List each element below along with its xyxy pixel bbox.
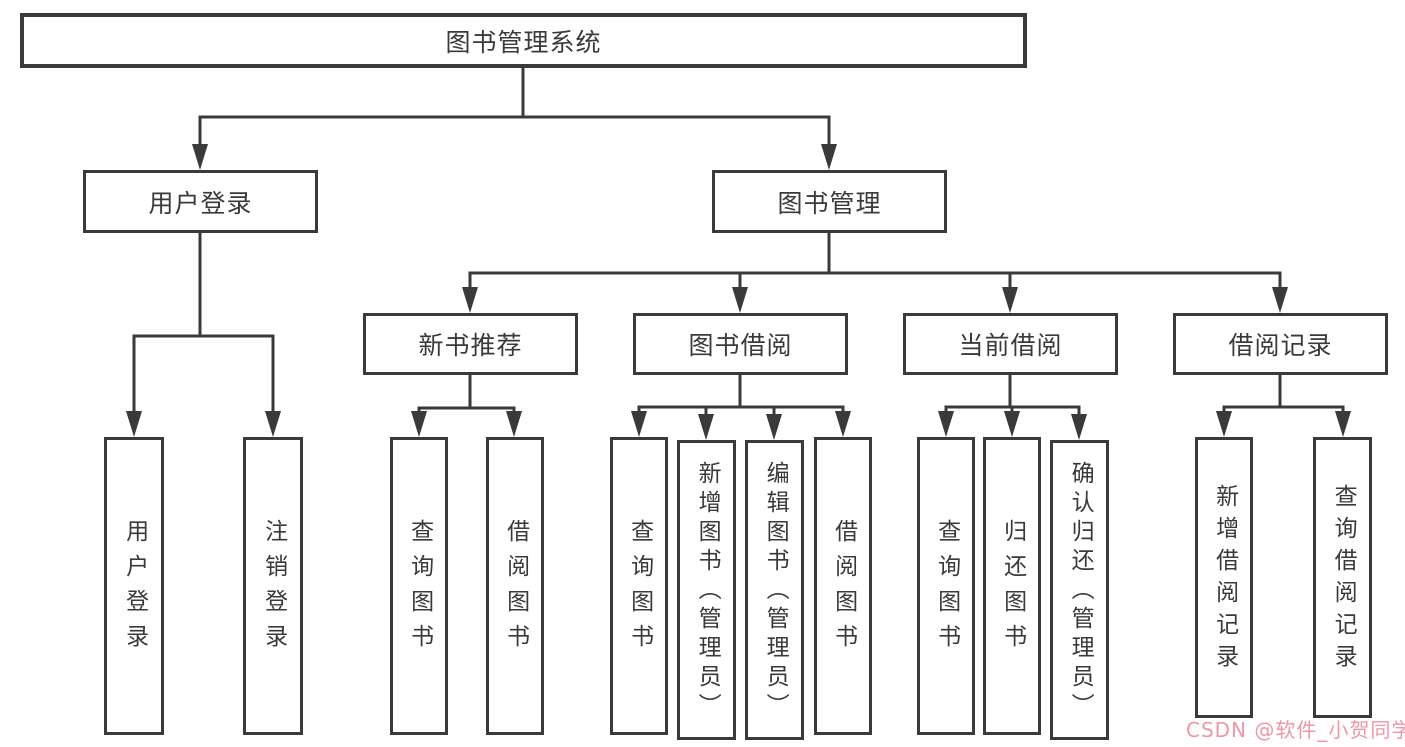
connector-book-mgmt-to-level3 (462, 233, 1288, 313)
node-new-book-recommend: 新书推荐 (363, 313, 578, 375)
leaf-current-query-books-label: 查询图书 (933, 519, 960, 659)
leaf-add-borrow-record-label: 新增借阅记录 (1211, 484, 1238, 676)
leaf-user-login: 用户登录 (104, 437, 164, 735)
leaf-logout-label: 注销登录 (260, 519, 287, 659)
connector-root-to-level2 (192, 68, 837, 170)
connector-new-book-children (411, 375, 522, 437)
leaf-return-books: 归还图书 (983, 437, 1041, 735)
node-current-borrow: 当前借阅 (903, 313, 1118, 375)
leaf-newbook-borrow-books-label: 借阅图书 (502, 519, 529, 659)
connector-book-borrow-children (631, 375, 851, 440)
leaf-borrow-books-label: 借阅图书 (830, 519, 857, 659)
leaf-borrow-query-books-label: 查询图书 (626, 519, 653, 659)
leaf-query-borrow-record-label: 查询借阅记录 (1330, 484, 1357, 676)
leaf-add-books-admin-label: 新增图书（管理员） (694, 461, 721, 722)
node-book-management: 图书管理 (712, 170, 947, 233)
leaf-newbook-borrow-books: 借阅图书 (486, 437, 544, 735)
leaf-current-query-books: 查询图书 (917, 437, 975, 735)
leaf-logout: 注销登录 (243, 437, 303, 735)
node-new-book-recommend-label: 新书推荐 (418, 331, 523, 360)
leaf-confirm-return-admin: 确认归还（管理员） (1050, 440, 1109, 740)
connector-current-borrow-children (938, 375, 1087, 440)
node-current-borrow-label: 当前借阅 (958, 331, 1063, 360)
node-user-login-label: 用户登录 (148, 188, 253, 218)
leaf-borrow-books: 借阅图书 (814, 437, 872, 735)
csdn-watermark: CSDN @软件_小贺同学 (1186, 718, 1405, 742)
node-borrow-record-label: 借阅记录 (1228, 331, 1333, 360)
node-book-borrow: 图书借阅 (633, 313, 848, 375)
node-book-borrow-label: 图书借阅 (688, 331, 793, 360)
leaf-edit-books-admin-label: 编辑图书（管理员） (762, 461, 789, 722)
leaf-edit-books-admin: 编辑图书（管理员） (745, 440, 804, 740)
connector-borrow-record-children (1216, 375, 1351, 437)
leaf-query-borrow-record: 查询借阅记录 (1313, 437, 1372, 718)
leaf-user-login-label: 用户登录 (121, 519, 148, 659)
node-user-login: 用户登录 (83, 170, 318, 233)
node-book-management-label: 图书管理 (777, 188, 882, 218)
leaf-borrow-query-books: 查询图书 (610, 437, 668, 735)
leaf-add-borrow-record: 新增借阅记录 (1195, 437, 1253, 718)
leaf-return-books-label: 归还图书 (999, 519, 1026, 659)
leaf-newbook-query-books: 查询图书 (390, 437, 448, 735)
node-library-system-label: 图书管理系统 (445, 27, 602, 57)
leaf-add-books-admin: 新增图书（管理员） (677, 440, 736, 740)
leaf-confirm-return-admin-label: 确认归还（管理员） (1067, 461, 1094, 722)
leaf-newbook-query-books-label: 查询图书 (406, 519, 433, 659)
connector-user-login-children (126, 233, 281, 437)
node-library-system: 图书管理系统 (20, 13, 1027, 68)
node-borrow-record: 借阅记录 (1173, 313, 1388, 375)
